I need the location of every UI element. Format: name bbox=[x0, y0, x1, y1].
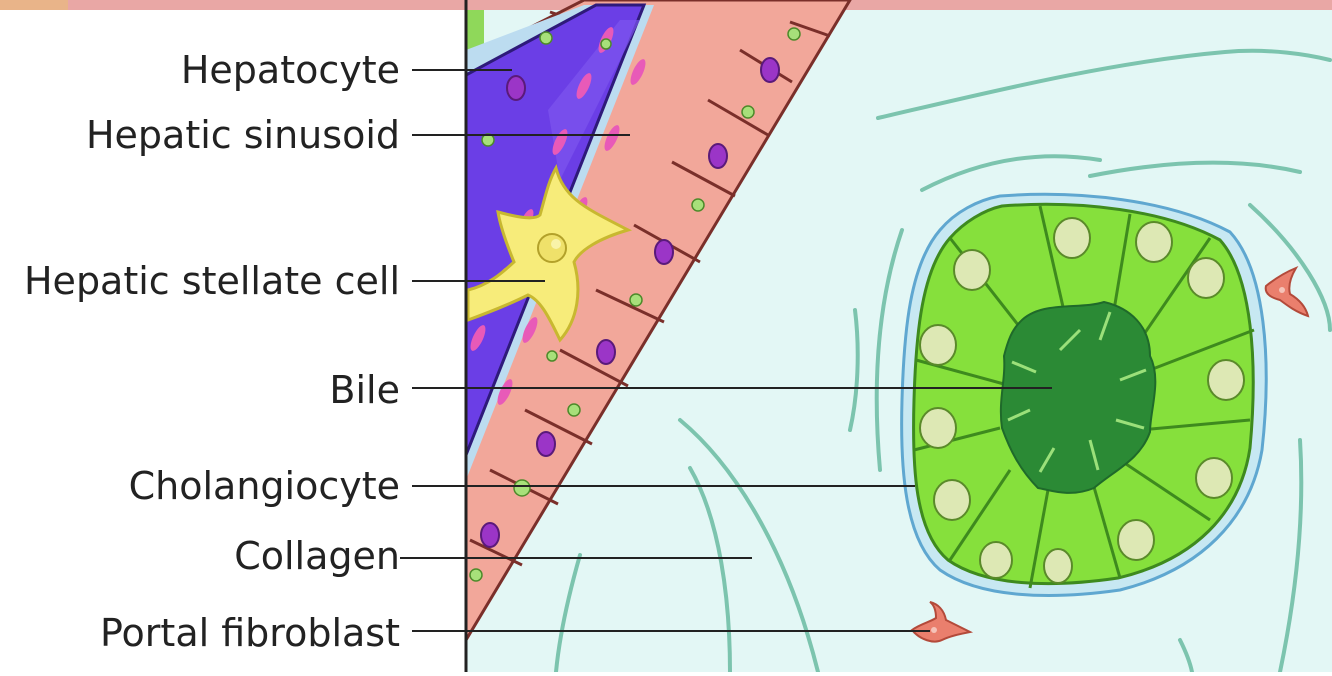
label-hepatocyte: Hepatocyte bbox=[181, 51, 400, 89]
label-hepatic-sinusoid: Hepatic sinusoid bbox=[86, 116, 400, 154]
label-portal-fibroblast: Portal fibroblast bbox=[100, 614, 400, 652]
label-collagen: Collagen bbox=[234, 537, 400, 575]
label-hepatic-stellate-cell: Hepatic stellate cell bbox=[24, 262, 400, 300]
label-cholangiocyte: Cholangiocyte bbox=[129, 467, 400, 505]
label-bile: Bile bbox=[329, 371, 400, 409]
stellate-nucleus bbox=[538, 234, 566, 262]
